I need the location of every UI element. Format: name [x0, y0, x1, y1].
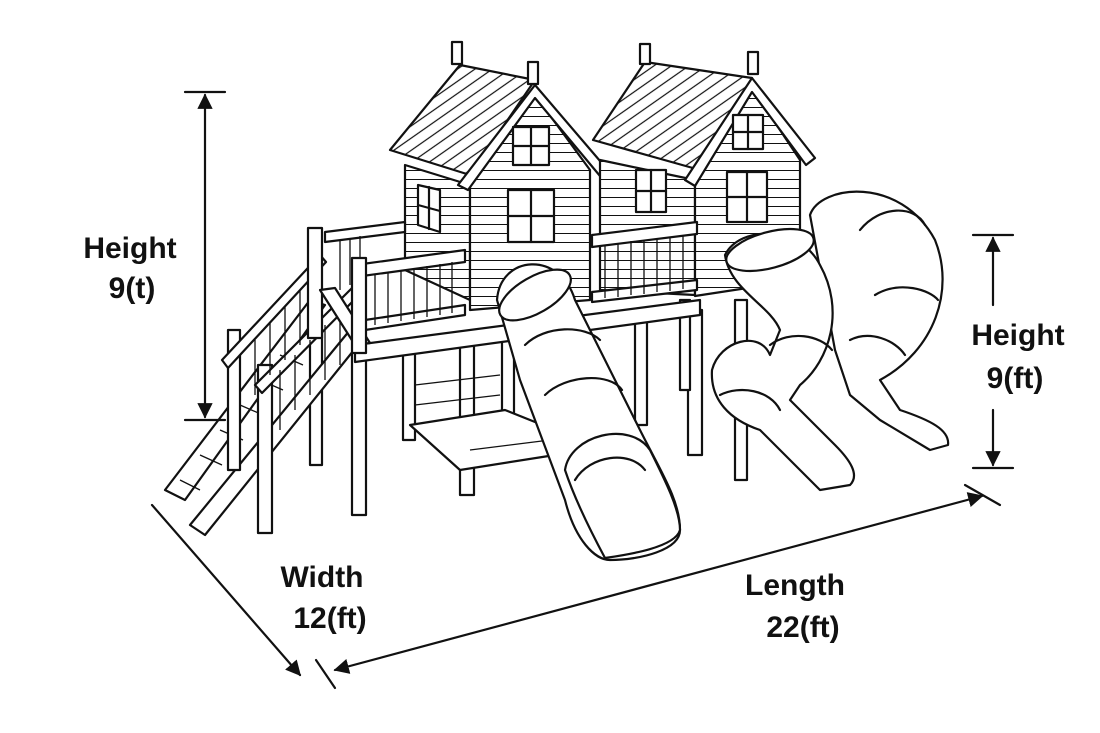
length-value: 22(ft) — [766, 611, 839, 644]
right-height-value: 9(ft) — [987, 362, 1044, 395]
window — [731, 113, 765, 151]
tube-slide-front — [495, 263, 682, 562]
length-dimension: Length 22(ft) — [314, 483, 1002, 690]
left-height-dimension: Height 9(t) — [83, 90, 227, 422]
width-value: 12(ft) — [293, 602, 366, 635]
playset-illustration — [163, 40, 950, 562]
window — [634, 168, 668, 214]
left-height-title: Height — [83, 232, 176, 265]
deck-railing — [323, 220, 699, 355]
left-height-value: 9(t) — [109, 272, 156, 305]
window — [416, 183, 442, 234]
playhouse-left — [388, 40, 614, 312]
right-height-dimension: Height 9(ft) — [971, 233, 1065, 470]
length-title: Length — [745, 569, 845, 602]
window — [506, 188, 556, 244]
right-height-title: Height — [971, 319, 1064, 352]
width-title: Width — [280, 561, 363, 594]
sandbox — [408, 408, 557, 472]
window — [511, 125, 551, 167]
tube-slide-right — [710, 190, 950, 492]
window — [725, 170, 769, 224]
staircase — [163, 226, 364, 537]
